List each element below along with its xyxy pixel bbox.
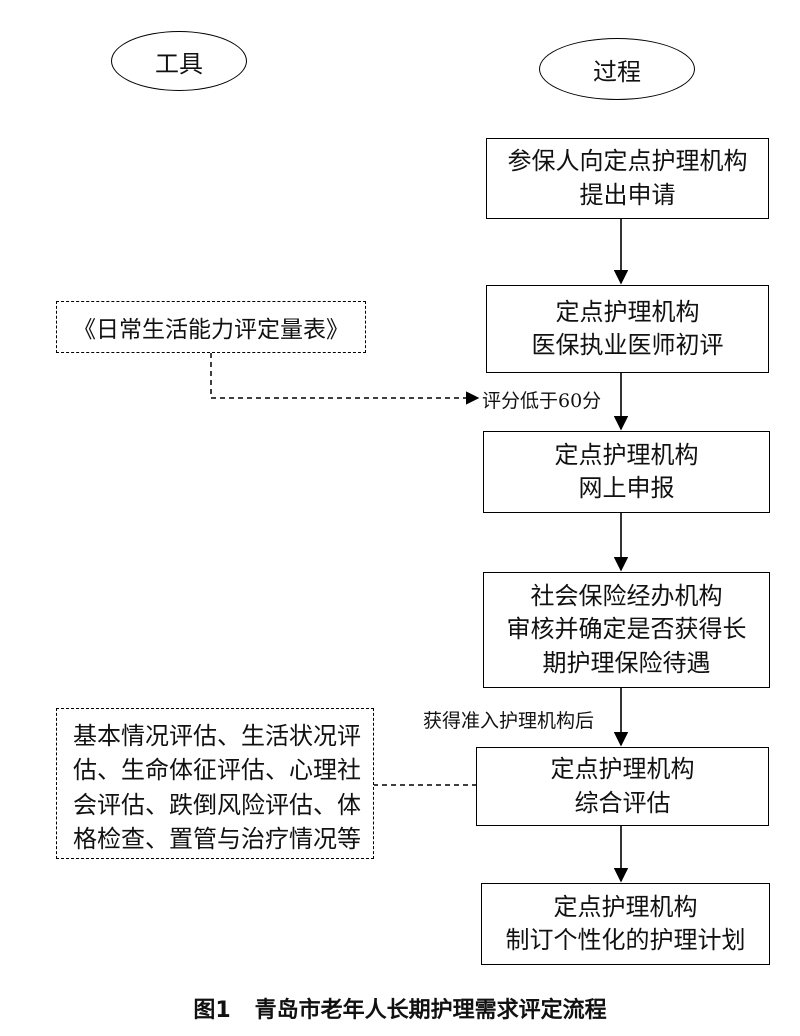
figure-caption: 图1 青岛市老年人长期护理需求评定流程 [0, 992, 800, 1024]
step-care-plan: 定点护理机构 制订个性化的护理计划 [481, 883, 770, 965]
tool-assessment-items-text: 基本情况评估、生活状况评 估、生命体征评估、心理社 会评估、跌倒风险评估、体 格… [73, 719, 361, 856]
figure-number: 图1 [193, 998, 231, 1023]
dashed-link-scale-to-score [210, 353, 480, 405]
step-insurance-audit-line3: 期护理保险待遇 [542, 648, 711, 677]
step-insurance-audit-line2: 审核并确定是否获得长 [506, 615, 747, 644]
step-initial-review-line1: 定点护理机构 [555, 297, 700, 326]
step-initial-review: 定点护理机构 医保执业医师初评 [486, 285, 769, 373]
step-comprehensive-assessment-line2: 综合评估 [574, 788, 671, 817]
step-comprehensive-assessment-line1: 定点护理机构 [550, 755, 695, 784]
process-header: 过程 [539, 38, 695, 100]
step-insurance-audit-line1: 社会保险经办机构 [530, 582, 723, 611]
tool-assessment-line2: 估、生命体征评估、心理社 [73, 756, 361, 785]
tool-adl-scale-text: 《日常生活能力评定量表》 [73, 317, 349, 343]
tool-assessment-line1: 基本情况评估、生活状况评 [73, 722, 361, 750]
tool-assessment-items: 基本情况评估、生活状况评 估、生命体征评估、心理社 会评估、跌倒风险评估、体 格… [56, 708, 374, 859]
step-online-report-line2: 网上申报 [578, 474, 675, 502]
figure-title: 青岛市老年人长期护理需求评定流程 [254, 998, 607, 1023]
step-online-report: 定点护理机构 网上申报 [483, 431, 770, 513]
step-initial-review-line2: 医保执业医师初评 [531, 331, 724, 359]
step-apply-line2: 提出申请 [579, 180, 676, 209]
step-online-report-line1: 定点护理机构 [554, 440, 699, 469]
step-comprehensive-assessment: 定点护理机构 综合评估 [476, 747, 769, 826]
step-insurance-audit: 社会保险经办机构 审核并确定是否获得长 期护理保险待遇 [483, 572, 770, 688]
edge-label-admitted: 获得准入护理机构后 [423, 710, 595, 732]
tools-header: 工具 [111, 31, 247, 91]
tools-header-label: 工具 [155, 49, 203, 78]
step-care-plan-line2: 制订个性化的护理计划 [505, 926, 746, 954]
step-care-plan-line1: 定点护理机构 [553, 892, 698, 921]
tool-assessment-line3: 会评估、跌倒风险评估、体 [73, 790, 361, 819]
tool-assessment-line4: 格检查、置管与治疗情况等 [73, 824, 361, 853]
step-apply-line1: 参保人向定点护理机构 [507, 147, 748, 176]
process-header-label: 过程 [593, 57, 641, 86]
tool-adl-scale: 《日常生活能力评定量表》 [56, 301, 366, 353]
edge-label-score: 评分低于60分 [482, 390, 602, 412]
step-apply: 参保人向定点护理机构 提出申请 [486, 138, 769, 219]
